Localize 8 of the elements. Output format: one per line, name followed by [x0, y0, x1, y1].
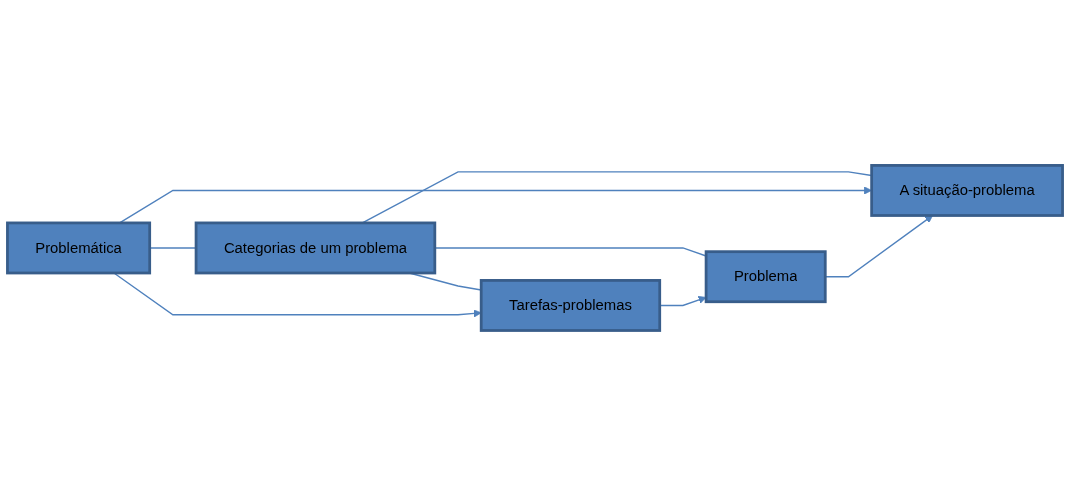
node-box: Problemática	[6, 221, 152, 274]
arrow	[659, 295, 707, 306]
connector	[434, 246, 707, 257]
node-box: Categorias de um problema	[194, 221, 437, 274]
node-box: A situação-problema	[870, 163, 1064, 217]
node-box: Problema	[704, 249, 827, 303]
connector	[149, 246, 197, 249]
node-box: Tarefas-problemas	[479, 278, 662, 332]
